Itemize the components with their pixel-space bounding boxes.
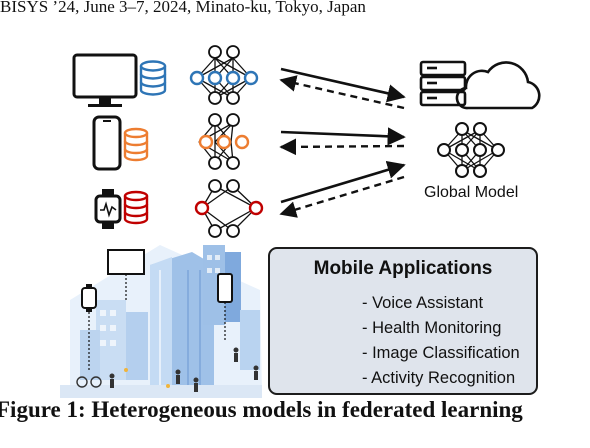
billboard-monitor-icon (107, 249, 145, 300)
upload-arrows (280, 67, 406, 204)
local-model-watch (194, 179, 264, 238)
app-health-monitoring: - Health Monitoring (362, 319, 502, 337)
running-head: BISYS ’24, June 3–7, 2024, Minato-ku, To… (0, 0, 366, 16)
apps-list: - Voice Assistant - Health Monitoring - … (362, 291, 520, 391)
billboard-phone-icon (217, 273, 233, 340)
local-model-desktop (189, 45, 259, 105)
mobile-applications-box: Mobile Applications - Voice Assistant - … (268, 247, 538, 395)
cloud-icon (455, 61, 541, 110)
smartphone-icon (92, 115, 122, 171)
database-icon (139, 60, 167, 96)
global-model (437, 122, 505, 178)
desktop-icon (72, 53, 138, 107)
billboard-watch-icon (81, 284, 97, 370)
global-model-label: Global Model (424, 184, 519, 201)
app-image-classification: - Image Classification (362, 344, 520, 362)
city-illustration (60, 245, 262, 398)
app-activity-recognition: - Activity Recognition (362, 369, 516, 387)
database-icon (123, 127, 149, 162)
app-voice-assistant: - Voice Assistant (362, 294, 484, 312)
download-arrows (279, 75, 405, 218)
smartwatch-icon (94, 189, 122, 229)
server-icon (419, 60, 467, 107)
figure-caption: Figure 1: Heterogeneous models in federa… (0, 397, 523, 422)
local-model-phone (198, 113, 250, 170)
database-icon (123, 190, 149, 225)
apps-box-title: Mobile Applications (313, 258, 493, 279)
